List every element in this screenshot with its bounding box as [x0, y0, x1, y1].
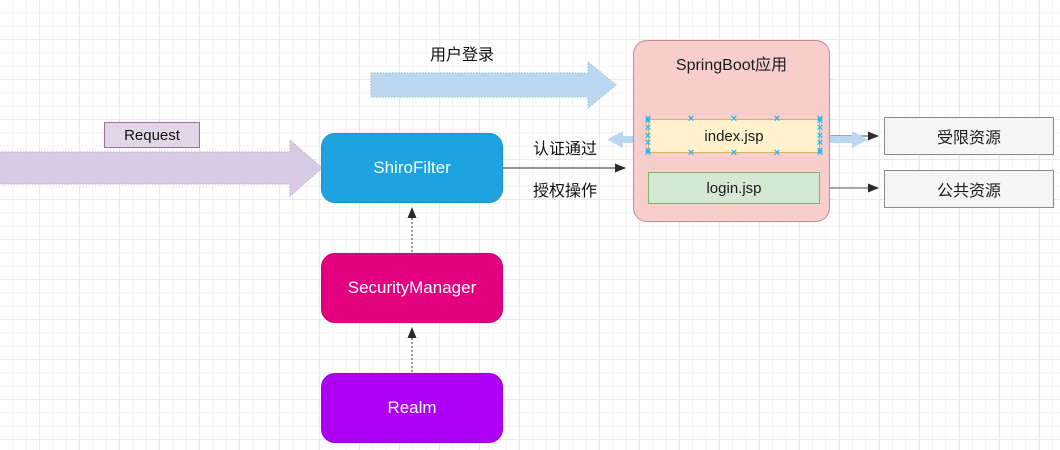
node-shirofilter[interactable]: ShiroFilter	[321, 133, 503, 203]
selection-handle[interactable]: ×	[644, 122, 652, 134]
request-block-arrow	[0, 138, 323, 198]
selection-handle[interactable]: ×	[816, 137, 824, 149]
selection-handle[interactable]: ×	[816, 114, 824, 127]
selection-handle[interactable]: ×	[773, 112, 781, 125]
node-realm[interactable]: Realm	[321, 373, 503, 443]
user-login-block-arrow	[370, 60, 617, 110]
node-restricted-resource[interactable]: 受限资源	[884, 117, 1054, 155]
blue-arrow-right-from-indexjsp	[824, 131, 868, 148]
label-user-login: 用户登录	[430, 47, 495, 64]
label-authz-operation: 授权操作	[533, 183, 598, 200]
selection-handle[interactable]: ×	[644, 112, 652, 125]
node-public-resource[interactable]: 公共资源	[884, 170, 1054, 208]
selection-handle[interactable]: ×	[644, 114, 652, 127]
springboot-title: SpringBoot应用	[675, 57, 788, 74]
selection-handle[interactable]: ×	[816, 129, 824, 142]
selection-handle[interactable]: ×	[644, 137, 652, 149]
label-auth-passed: 认证通过	[533, 141, 598, 158]
selection-handle[interactable]: ×	[644, 146, 652, 159]
node-login-jsp[interactable]: login.jsp	[648, 172, 820, 204]
selection-handle[interactable]: ×	[816, 146, 824, 159]
selection-handle[interactable]: ×	[687, 146, 695, 159]
node-securitymanager[interactable]: SecurityManager	[321, 253, 503, 323]
selection-handle[interactable]: ×	[816, 112, 824, 125]
selection-handle[interactable]: ×	[644, 129, 652, 142]
node-index-jsp[interactable]: index.jsp	[648, 119, 820, 153]
selection-handle[interactable]: ×	[687, 112, 695, 125]
selection-handle[interactable]: ×	[816, 144, 824, 157]
selection-handle[interactable]: ×	[773, 146, 781, 159]
label-request[interactable]: Request	[104, 122, 200, 148]
selection-handle[interactable]: ×	[730, 146, 738, 159]
selection-handle[interactable]: ×	[816, 122, 824, 134]
selection-handle[interactable]: ×	[730, 112, 738, 125]
selection-handle[interactable]: ×	[644, 144, 652, 157]
